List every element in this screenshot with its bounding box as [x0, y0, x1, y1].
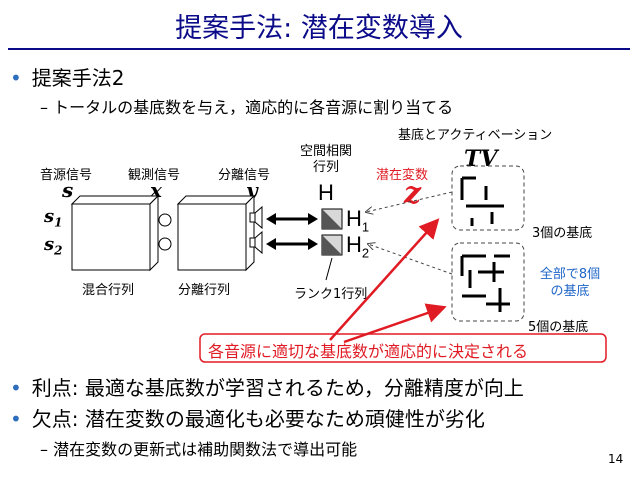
rank1-matrix-label: ランク1行列 — [294, 287, 368, 302]
symbol-x: x — [150, 178, 162, 202]
latent-variable-label: 潜在変数 — [376, 168, 429, 183]
bullet-dot-icon: • — [10, 407, 22, 431]
page-number: 14 — [608, 452, 624, 466]
basis-pattern-3 — [460, 176, 504, 226]
symbol-s1: s1 — [44, 206, 63, 230]
observed-signal-label: 観測信号 — [128, 168, 181, 183]
basis-pattern-5 — [460, 254, 510, 312]
bidirectional-arrows — [266, 213, 318, 250]
bullet-method2: •提案手法2 — [10, 66, 125, 90]
basis-activation-label: 基底とアクティベーション — [398, 128, 553, 143]
bullet-advantage: •利点: 最適な基底数が学習されるため，分離精度が向上 — [10, 376, 524, 400]
separation-matrix-block — [176, 194, 256, 272]
symbol-TV: TV — [464, 146, 498, 172]
total-eight-bases-label: 全部で8個 の基底 — [539, 267, 601, 299]
conclusion-box — [199, 333, 607, 363]
symbol-H1: H1 — [346, 206, 370, 235]
mixing-matrix-label: 混合行列 — [82, 283, 135, 298]
rank1-matrix-icons — [321, 208, 343, 256]
red-arrow-to-group3 — [329, 218, 440, 341]
bullet-dot-icon: • — [10, 66, 22, 90]
bullet-dot-icon: • — [10, 376, 22, 400]
symbol-s2: s2 — [44, 234, 63, 258]
symbol-s: s — [62, 178, 74, 202]
separated-signal-label: 分離信号 — [218, 168, 271, 183]
basis-group-5 — [451, 242, 525, 322]
title-divider — [8, 48, 630, 50]
speaker-icons — [249, 205, 263, 255]
separation-matrix-label: 分離行列 — [178, 283, 231, 298]
source-signal-label: 音源信号 — [40, 168, 93, 183]
dashed-arrow-to-H1 — [366, 191, 453, 212]
symbol-y: y — [246, 178, 258, 202]
bullet-disadvantage: •欠点: 潜在変数の最適化も必要なため頑健性が劣化 — [10, 407, 485, 431]
mixing-matrix-block — [70, 194, 160, 272]
bullet-method2-sub: – トータルの基底数を与え，適応的に各音源に割り当てる — [40, 98, 454, 117]
five-bases-label: 5個の基底 — [528, 320, 589, 335]
symbol-H2: H2 — [346, 232, 370, 261]
symbol-H: H — [318, 180, 334, 205]
three-bases-label: 3個の基底 — [532, 226, 593, 241]
microphone-icons — [158, 213, 172, 251]
basis-group-3 — [451, 165, 525, 231]
spatial-correlation-label: 空間相関 行列 — [299, 144, 352, 175]
conclusion-text: 各音源に適切な基底数が適応的に決定される — [208, 342, 529, 361]
rank1-pointer — [325, 257, 333, 281]
dashed-arrow-to-H2 — [368, 244, 453, 275]
bullet-disadvantage-sub: – 潜在変数の更新式は補助関数法で導出可能 — [40, 440, 358, 459]
red-arrow-to-group5 — [343, 303, 447, 344]
page-title: 提案手法: 潜在変数導入 — [175, 13, 463, 44]
